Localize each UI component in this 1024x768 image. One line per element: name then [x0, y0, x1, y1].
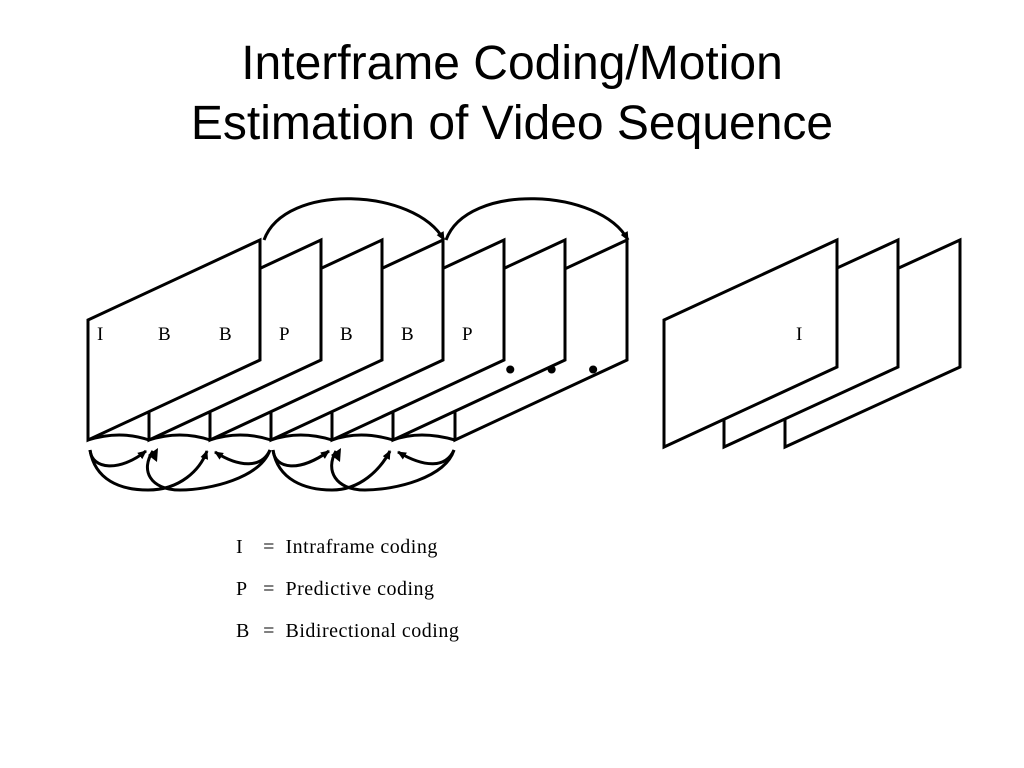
arc-p-to-b4	[271, 449, 392, 492]
arc-p-to-b1	[146, 449, 272, 492]
legend-item-i: I = Intraframe coding	[236, 534, 459, 576]
ellipsis: • • •	[502, 354, 609, 387]
frame-label: I	[97, 324, 103, 345]
arc-p2-to-b4	[397, 449, 456, 466]
frame-labels-group-1: I B B P B B P	[97, 324, 473, 345]
slide-title: Interframe Coding/Motion Estimation of V…	[0, 34, 1024, 154]
bidirectional-arrowheads	[148, 448, 341, 462]
legend-item-b: B = Bidirectional coding	[236, 618, 459, 660]
frame-label: P	[462, 324, 473, 345]
frame-label: B	[401, 324, 414, 345]
legend-key: B	[236, 620, 250, 642]
legend-equals: =	[263, 578, 275, 600]
arc-p-to-b2	[214, 449, 272, 466]
arc-p2-to-b3	[330, 449, 456, 492]
legend-equals: =	[263, 536, 275, 558]
arc-p-to-b3	[271, 449, 330, 468]
legend-description: Intraframe coding	[285, 536, 438, 558]
title-line-2: Estimation of Video Sequence	[190, 97, 834, 150]
legend-key: P	[236, 578, 248, 600]
frame-blank-1	[662, 237, 839, 450]
arc-p-to-p	[444, 197, 630, 241]
frame-label: B	[219, 324, 232, 345]
frame-label: B	[158, 324, 171, 345]
forward-prediction-arcs	[262, 197, 630, 241]
frame-group-2	[662, 237, 962, 450]
arc-i-to-p	[262, 197, 446, 241]
frame-labels-group-2: I	[796, 324, 802, 345]
frame-label: B	[340, 324, 353, 345]
legend-description: Predictive coding	[285, 578, 435, 600]
legend-key: I	[236, 536, 244, 558]
arrowhead	[331, 448, 341, 462]
frame-group-1	[86, 237, 629, 443]
frame-label: P	[279, 324, 290, 345]
title-line-1: Interframe Coding/Motion	[241, 37, 783, 90]
frame-label: I	[796, 324, 802, 345]
legend-description: Bidirectional coding	[285, 620, 460, 642]
bidirectional-arcs	[88, 449, 456, 492]
legend: I = Intraframe coding P = Predictive codin…	[236, 534, 459, 660]
legend-equals: =	[263, 620, 275, 642]
arc-i-to-b1	[88, 449, 147, 468]
frame-i-1	[86, 237, 262, 443]
arrowhead	[148, 448, 158, 462]
arc-i-to-b2	[88, 449, 209, 492]
legend-item-p: P = Predictive coding	[236, 576, 459, 618]
